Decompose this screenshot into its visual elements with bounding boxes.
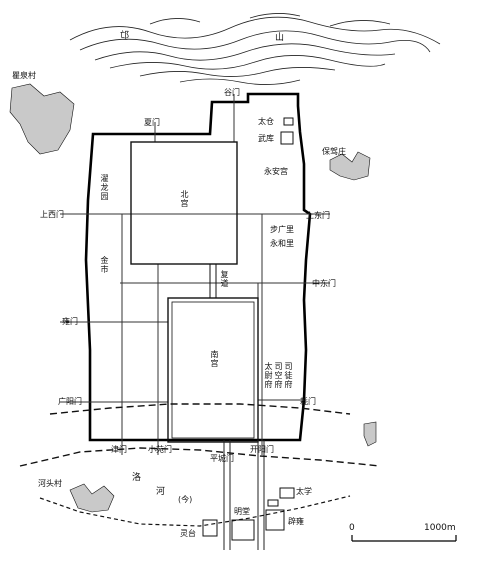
biyong-label: 辟雍 — [288, 517, 304, 526]
gate-guang-yang: 广阳门 — [58, 397, 82, 406]
lingtai-site — [202, 519, 218, 537]
village-baojia: 保驾庄 — [322, 147, 346, 156]
scale-bar — [351, 535, 457, 542]
luo-river-modern — [39, 495, 351, 527]
armory-label: 武库 — [258, 134, 274, 143]
gate-jin: 津门 — [111, 445, 127, 454]
mountain-label-mang: 邙 — [120, 31, 130, 41]
village-patches — [9, 83, 377, 513]
gate-yong: 雍门 — [62, 317, 78, 326]
scale-zero-label: 0 — [349, 523, 355, 533]
luo-river-old-south — [19, 447, 381, 467]
north-palace-label: 北宫 — [180, 190, 189, 208]
mingtang-site — [231, 519, 255, 541]
north-palace — [130, 141, 238, 265]
mountain-label-shan: 山 — [275, 33, 285, 43]
biyong-site — [265, 509, 285, 531]
sikong-office-label: 司空府 — [274, 362, 283, 389]
taixue-site — [267, 499, 279, 507]
river-label-modern: (今) — [178, 495, 193, 504]
river-label-he: 河 — [156, 487, 166, 497]
village-quzhen: 瞿泉村 — [12, 71, 36, 80]
covered-way-label: 复道 — [220, 270, 229, 288]
gold-market-label: 金市 — [100, 256, 109, 274]
gate-zhong-dong: 中东门 — [312, 279, 336, 288]
south-palace-label: 南宫 — [210, 350, 219, 368]
village-hetou: 河头村 — [38, 479, 62, 488]
mingtang-label: 明堂 — [234, 507, 250, 516]
lingtai-label: 灵台 — [180, 529, 196, 538]
gate-shang-dong: 上东门 — [306, 211, 330, 220]
granary — [283, 117, 294, 126]
yongan-palace-label: 永安宫 — [264, 167, 288, 176]
gate-xia: 夏门 — [144, 118, 160, 127]
gate-shang-xi: 上西门 — [40, 210, 64, 219]
taixue-label: 太学 — [296, 487, 312, 496]
southern-roads — [223, 440, 265, 550]
scale-end-label: 1000m — [424, 523, 456, 533]
gate-hao: 耗门 — [300, 397, 316, 406]
zhuolong-garden-label: 濯龙园 — [100, 174, 109, 201]
buguang-ward-label: 步广里 — [270, 225, 294, 234]
gate-ping-cheng: 平城门 — [210, 454, 234, 463]
armory — [280, 131, 294, 145]
south-palace — [167, 297, 259, 443]
taiwei-office-label: 太尉府 — [264, 362, 273, 389]
situ-office-label: 司徒府 — [284, 362, 293, 389]
gate-kai-yang: 开阳门 — [250, 445, 274, 454]
granary-label: 太仓 — [258, 117, 274, 126]
gate-gu: 谷门 — [224, 88, 240, 97]
luo-river-old-north — [49, 403, 351, 415]
yonghe-ward-label: 永和里 — [270, 239, 294, 248]
gate-xiao-yuan: 小苑门 — [148, 445, 172, 454]
street-grid — [60, 94, 330, 455]
covered-way — [209, 264, 217, 298]
mountain-contours — [69, 13, 441, 85]
river-label-luo: 洛 — [132, 473, 142, 483]
